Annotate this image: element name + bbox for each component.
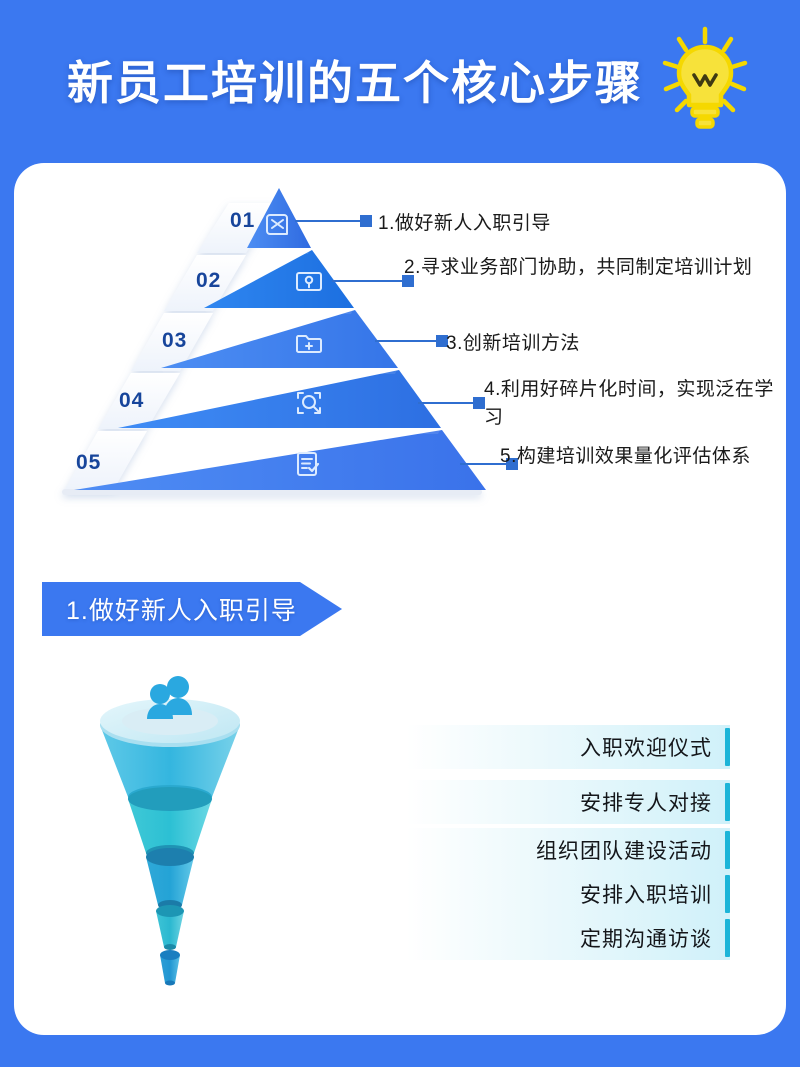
pyramid-label-04: 4.利用好碎片化时间，实现泛在学习 — [484, 379, 774, 428]
section-banner-shape — [42, 582, 342, 636]
pyramid-label-02: 2.寻求业务部门协助，共同制定培训计划 — [404, 257, 753, 278]
pyramid-number-05: 05 — [76, 451, 102, 474]
funnel-row-1: 入职欢迎仪式 — [406, 725, 730, 769]
document-pen-icon — [266, 214, 288, 235]
funnel-label-4: 安排入职培训 — [580, 884, 712, 907]
lightbulb-icon — [657, 25, 753, 135]
pyramid-number-01: 01 — [230, 209, 256, 232]
pyramid-label-03: 3.创新培训方法 — [446, 333, 580, 354]
map-pin-icon — [296, 272, 322, 291]
funnel-label-1: 入职欢迎仪式 — [580, 737, 712, 760]
funnel-label-3: 组织团队建设活动 — [536, 840, 712, 863]
funnel-row-2: 安排专人对接 — [406, 780, 730, 824]
funnel-row-3: 组织团队建设活动 — [406, 828, 730, 872]
funnel-label-2: 安排专人对接 — [580, 792, 712, 815]
pyramid-number-02: 02 — [196, 269, 222, 292]
section-banner[interactable]: 1.做好新人入职引导 — [42, 582, 342, 636]
scan-search-icon — [297, 392, 321, 414]
pyramid-number-03: 03 — [162, 329, 188, 352]
pyramid-label-01: 1.做好新人入职引导 — [378, 213, 551, 234]
content-card: 01 02 03 04 05 1.做好新人入职引导 2.寻求业务部门协助，共同制… — [14, 163, 786, 1035]
funnel-row-4: 安排入职培训 — [406, 872, 730, 916]
pyramid-chart: 01 02 03 04 05 1.做好新人入职引导 2.寻求业务部门协助，共同制… — [14, 163, 786, 543]
funnel-chart: 入职欢迎仪式 安排专人对接 组织团队建设活动 安排入职培训 定期沟通访谈 — [14, 663, 786, 1035]
folder-plus-icon — [296, 335, 322, 353]
section-banner-label: 1.做好新人入职引导 — [66, 597, 297, 625]
pyramid-number-04: 04 — [119, 389, 145, 412]
funnel-label-5: 定期沟通访谈 — [580, 928, 712, 951]
page-title: 新员工培训的五个核心步骤 — [67, 57, 643, 109]
two-people-icon — [147, 676, 192, 719]
funnel-row-5: 定期沟通访谈 — [406, 916, 730, 960]
pyramid-label-05: 5.构建培训效果量化评估体系 — [500, 446, 751, 467]
page-header: 新员工培训的五个核心步骤 — [0, 0, 800, 160]
checklist-icon — [297, 452, 320, 476]
